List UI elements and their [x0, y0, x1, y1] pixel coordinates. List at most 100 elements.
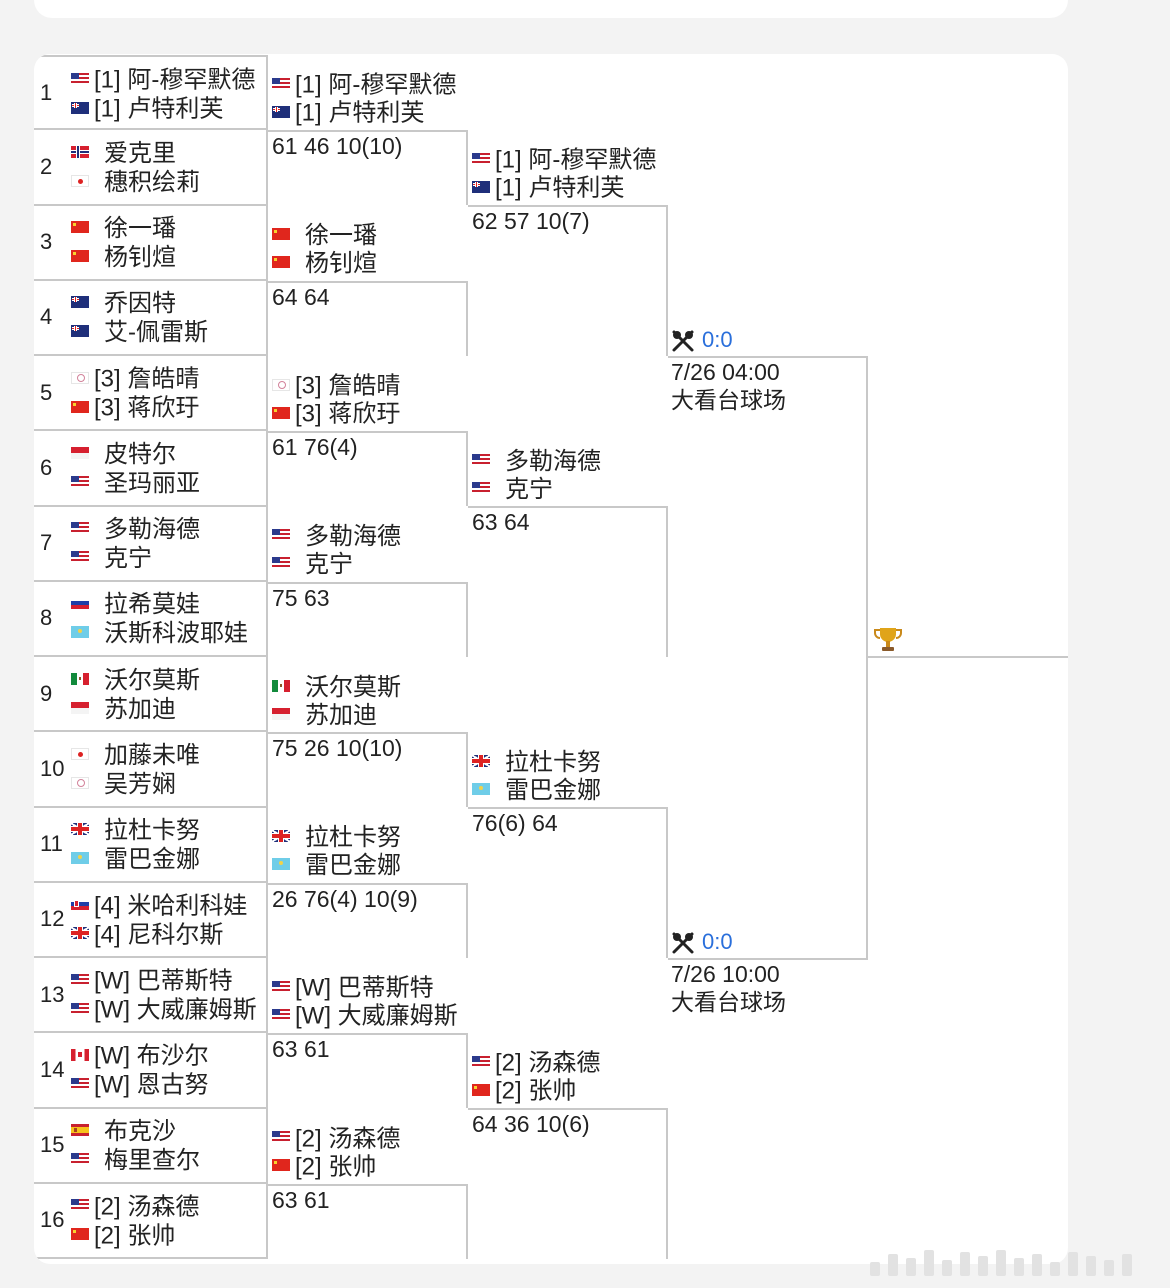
player-line[interactable]: 雷巴金娜 — [71, 846, 200, 874]
player-line[interactable]: [1] 卢特利芙 — [272, 99, 424, 127]
player-line[interactable]: [1] 卢特利芙 — [71, 95, 223, 123]
player-line[interactable]: 徐一璠 — [71, 215, 176, 243]
player-line[interactable]: 布克沙 — [71, 1118, 176, 1146]
player-name: [2] 汤森德 — [94, 1193, 200, 1221]
player-line[interactable]: [1] 阿-穆罕默德 — [71, 66, 255, 94]
player-line[interactable]: [1] 阿-穆罕默德 — [272, 71, 456, 99]
player-line[interactable]: [W] 大威廉姆斯 — [272, 1002, 458, 1030]
player-line[interactable]: 拉希莫娃 — [71, 591, 200, 619]
bracket-line — [668, 958, 868, 960]
bracket-line — [468, 205, 666, 207]
bracket-line — [666, 1108, 668, 1259]
mx-flag-icon — [272, 679, 290, 692]
kz-flag-icon — [71, 626, 89, 639]
player-line[interactable]: [2] 张帅 — [71, 1222, 175, 1250]
player-line[interactable]: 乔因特 — [71, 290, 176, 318]
player-line[interactable]: 克宁 — [71, 545, 152, 573]
player-line[interactable]: [2] 汤森德 — [272, 1125, 400, 1153]
player-line[interactable]: 穗积绘莉 — [71, 168, 200, 196]
player-line[interactable]: 吴芳娴 — [71, 770, 176, 798]
player-line[interactable]: [2] 张帅 — [472, 1077, 576, 1105]
round2-match: [W] 巴蒂斯特[W] 大威廉姆斯 — [268, 973, 466, 1033]
semifinal-header[interactable]: 0:0 — [670, 326, 733, 354]
player-line[interactable]: 艾-佩雷斯 — [71, 319, 208, 347]
draw-number: 15 — [40, 1132, 65, 1158]
bracket-line — [668, 356, 868, 358]
round2-match: 多勒海德克宁 — [268, 522, 466, 582]
player-name: 雷巴金娜 — [104, 846, 200, 874]
match-score: 75 26 10(10) — [272, 735, 403, 761]
player-line[interactable]: 加藤未唯 — [71, 741, 200, 769]
us-flag-icon — [272, 529, 290, 542]
player-line[interactable]: 爱克里 — [71, 139, 176, 167]
player-line[interactable]: 拉杜卡努 — [472, 748, 601, 776]
kz-flag-icon — [472, 782, 490, 795]
player-name: 克宁 — [505, 475, 553, 503]
draw-number: 5 — [40, 379, 53, 405]
player-line[interactable]: 沃尔莫斯 — [272, 673, 401, 701]
watermark — [870, 1250, 1132, 1276]
ca-flag-icon — [71, 1048, 89, 1061]
player-line[interactable]: 沃尔莫斯 — [71, 666, 200, 694]
player-line[interactable]: 拉杜卡努 — [71, 817, 200, 845]
player-line[interactable]: 多勒海德 — [272, 523, 401, 551]
player-line[interactable]: 圣玛丽亚 — [71, 469, 200, 497]
player-line[interactable]: 克宁 — [272, 551, 353, 579]
player-name: 沃尔莫斯 — [104, 666, 200, 694]
cn-flag-icon — [71, 1228, 89, 1241]
round1-slot: 11 拉杜卡努雷巴金娜 — [34, 808, 266, 883]
player-line[interactable]: [2] 汤森德 — [71, 1193, 199, 1221]
player-line[interactable]: 雷巴金娜 — [272, 852, 401, 880]
player-name: 克宁 — [104, 545, 152, 573]
player-line[interactable]: 杨钊煊 — [272, 250, 377, 278]
player-line[interactable]: [W] 大威廉姆斯 — [71, 996, 257, 1024]
player-line[interactable]: 沃斯科波耶娃 — [71, 620, 248, 648]
player-line[interactable]: 皮特尔 — [71, 440, 176, 468]
player-line[interactable]: [W] 布沙尔 — [71, 1042, 209, 1070]
us-flag-icon — [472, 152, 490, 165]
player-line[interactable]: [3] 詹皓晴 — [71, 365, 199, 393]
player-line[interactable]: [4] 尼科尔斯 — [71, 921, 223, 949]
player-line[interactable]: [2] 张帅 — [272, 1153, 376, 1181]
player-line[interactable]: 多勒海德 — [472, 447, 601, 475]
player-line[interactable]: [W] 巴蒂斯特 — [71, 967, 233, 995]
trophy-icon — [872, 624, 904, 656]
player-name: [2] 张帅 — [295, 1153, 377, 1181]
semifinal-header[interactable]: 0:0 — [670, 928, 733, 956]
player-line[interactable]: [W] 恩古努 — [71, 1071, 209, 1099]
us-flag-icon — [71, 1002, 89, 1015]
player-line[interactable]: [3] 蒋欣玗 — [272, 400, 400, 428]
player-line[interactable]: 徐一璠 — [272, 222, 377, 250]
player-name: 徐一璠 — [104, 215, 176, 243]
bracket-line — [266, 55, 268, 1259]
quarterfinals-match: [1] 阿-穆罕默德[1] 卢特利芙 — [468, 145, 666, 205]
semifinal-score: 0:0 — [702, 327, 733, 352]
draw-number: 9 — [40, 680, 53, 706]
player-line[interactable]: [1] 阿-穆罕默德 — [472, 146, 656, 174]
player-line[interactable]: 苏加迪 — [272, 701, 377, 729]
player-name: 克宁 — [305, 551, 353, 579]
player-line[interactable]: 多勒海德 — [71, 516, 200, 544]
player-name: [2] 汤森德 — [495, 1049, 601, 1077]
player-name: [1] 卢特利芙 — [495, 174, 625, 202]
player-line[interactable]: [3] 詹皓晴 — [272, 372, 400, 400]
player-line[interactable]: 雷巴金娜 — [472, 776, 601, 804]
player-line[interactable]: [3] 蒋欣玗 — [71, 394, 199, 422]
player-name: 乔因特 — [104, 290, 176, 318]
round1-slot: 5 [3] 詹皓晴[3] 蒋欣玗 — [34, 356, 266, 432]
player-line[interactable]: 杨钊煊 — [71, 244, 176, 272]
round2-match: [2] 汤森德[2] 张帅 — [268, 1124, 466, 1184]
player-line[interactable]: 克宁 — [472, 475, 553, 503]
player-line[interactable]: 梅里查尔 — [71, 1147, 200, 1175]
player-line[interactable]: 苏加迪 — [71, 695, 176, 723]
player-name: 杨钊煊 — [305, 250, 377, 278]
player-line[interactable]: [4] 米哈利科娃 — [71, 892, 247, 920]
draw-number: 11 — [40, 831, 63, 857]
player-line[interactable]: [W] 巴蒂斯特 — [272, 974, 434, 1002]
player-name: 穗积绘莉 — [104, 168, 200, 196]
player-line[interactable]: [2] 汤森德 — [472, 1049, 600, 1077]
bracket-line — [268, 130, 466, 132]
player-line[interactable]: [1] 卢特利芙 — [472, 174, 624, 202]
player-line[interactable]: 拉杜卡努 — [272, 824, 401, 852]
